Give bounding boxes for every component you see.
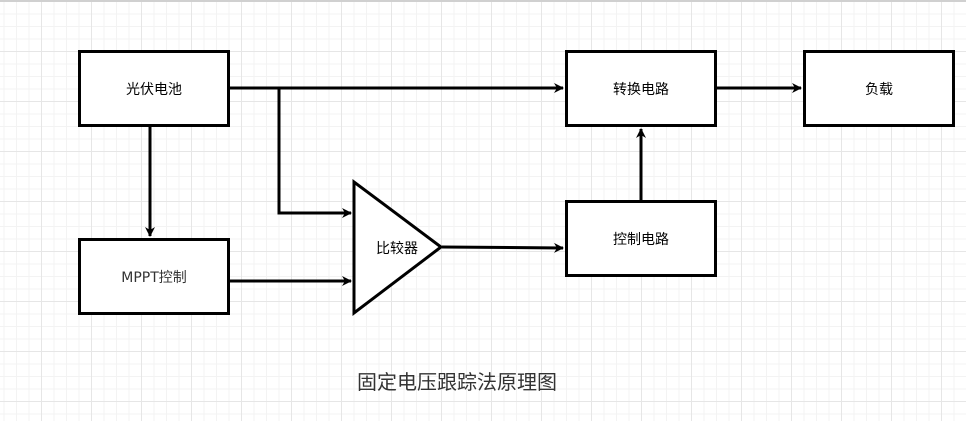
node-label: 光伏电池: [126, 81, 182, 98]
node-label: 负载: [865, 81, 893, 98]
edge-pv-to-comparator[interactable]: [277, 88, 352, 218]
node-label: MPPT控制: [121, 269, 187, 286]
node-load[interactable]: 负载: [803, 50, 955, 127]
node-label: 控制电路: [613, 231, 669, 248]
node-converter-circuit[interactable]: 转换电路: [565, 50, 717, 127]
comparator-label: 比较器: [376, 241, 418, 257]
diagram-caption: 固定电压跟踪法原理图: [357, 370, 557, 394]
edge-comparator-to-control[interactable]: [441, 242, 564, 253]
node-mppt-control[interactable]: MPPT控制: [78, 238, 230, 315]
node-control-circuit[interactable]: 控制电路: [565, 200, 717, 277]
canvas-top-border: [0, 0, 966, 2]
node-label: 转换电路: [613, 81, 669, 98]
comparator-triangle[interactable]: [352, 179, 444, 317]
node-pv-cell[interactable]: 光伏电池: [78, 50, 230, 127]
